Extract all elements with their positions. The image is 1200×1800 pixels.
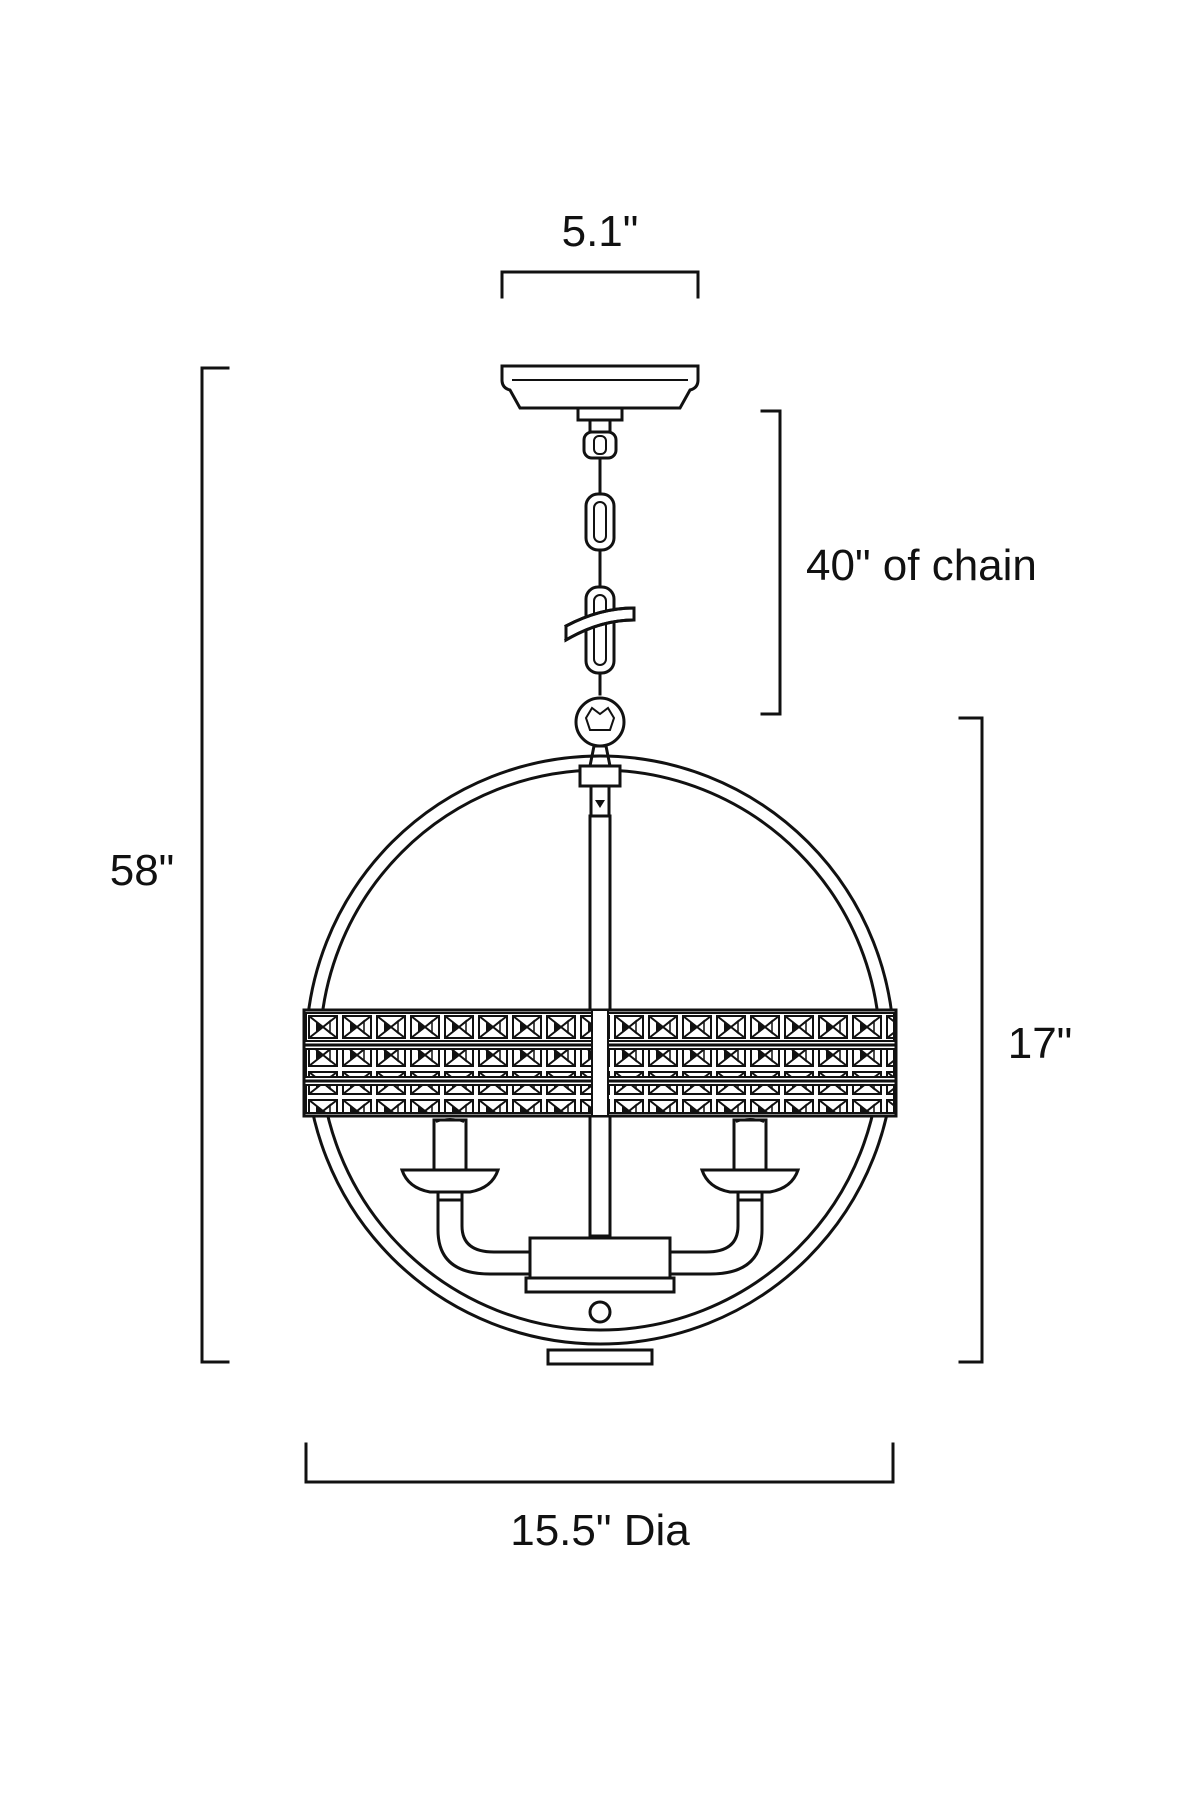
fixture-height-dimension: 17" xyxy=(958,716,1073,1364)
fixture-height-label: 17" xyxy=(1008,1019,1073,1068)
chain-length-bracket xyxy=(760,409,782,716)
diameter-dimension: 15.5" Dia xyxy=(304,1442,895,1555)
center-body xyxy=(524,1236,676,1324)
chain-length-dimension: 40" of chain xyxy=(760,409,1037,716)
ceiling-canopy xyxy=(500,364,700,422)
lattice-band xyxy=(302,1008,898,1118)
canopy-width-label: 5.1" xyxy=(562,207,639,256)
diameter-label: 15.5" Dia xyxy=(510,1506,690,1555)
diameter-bracket xyxy=(304,1442,895,1484)
overall-height-dimension: 58" xyxy=(110,366,230,1364)
chandelier-drawing xyxy=(302,364,898,1366)
chain-length-label: 40" of chain xyxy=(806,541,1037,590)
overall-height-bracket xyxy=(200,366,230,1364)
candle-arms xyxy=(399,1118,801,1276)
chain xyxy=(563,418,636,768)
canopy-width-bracket xyxy=(500,270,700,299)
canopy-width-dimension: 5.1" xyxy=(500,207,700,299)
fixture-height-bracket xyxy=(958,716,984,1364)
overall-height-label: 58" xyxy=(110,846,175,895)
